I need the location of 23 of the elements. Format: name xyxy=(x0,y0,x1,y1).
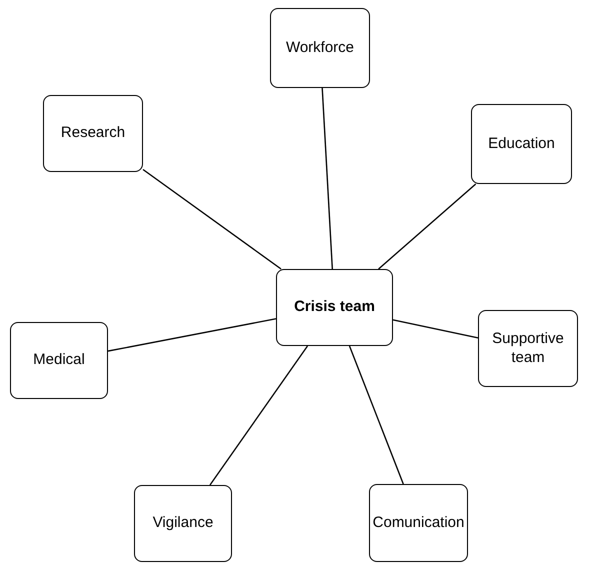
node-label: Crisis team xyxy=(293,298,376,317)
connector-line xyxy=(378,184,476,270)
connector-line xyxy=(142,169,282,270)
node-label: Comunication xyxy=(372,514,466,532)
node-label: Workforce xyxy=(284,38,356,58)
node-label: Supportive team xyxy=(491,330,565,368)
connector-line xyxy=(108,318,276,352)
node-label: Education xyxy=(487,134,556,154)
rounded-box xyxy=(478,310,578,387)
connector-line xyxy=(348,346,404,484)
rounded-box xyxy=(134,485,232,562)
rounded-box xyxy=(471,104,572,184)
connector-line xyxy=(322,88,333,270)
rounded-box xyxy=(369,484,468,562)
connector-line xyxy=(209,346,308,486)
rounded-box xyxy=(270,8,370,88)
node-label: Medical xyxy=(32,351,86,370)
connector-line xyxy=(392,319,478,339)
rounded-box xyxy=(10,322,108,399)
node-label: Vigilance xyxy=(152,514,214,533)
rounded-box xyxy=(43,95,143,172)
rounded-box xyxy=(276,269,393,346)
node-label: Research xyxy=(60,124,126,143)
